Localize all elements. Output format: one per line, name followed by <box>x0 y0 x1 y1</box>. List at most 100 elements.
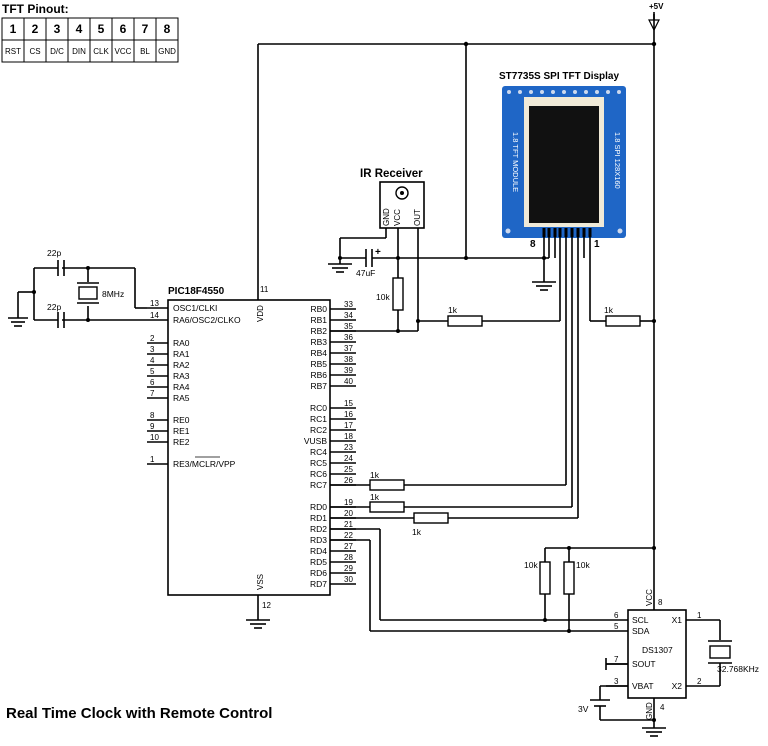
mcu-pin-label: RD6 <box>310 568 327 578</box>
resistor-rst <box>605 315 641 327</box>
mcu-pin-number: 27 <box>344 542 353 551</box>
mcu-pin-label: RC7 <box>310 480 327 490</box>
mcu-pin-number: 5 <box>150 367 155 376</box>
mcu-pin-number: 4 <box>150 356 155 365</box>
mcu-pin-label: RA1 <box>173 349 190 359</box>
diagram-title: Real Time Clock with Remote Control <box>6 705 272 722</box>
mcu-pin-number: 40 <box>344 377 353 386</box>
battery-label: 3V <box>578 704 589 714</box>
mcu-pin-label: RD0 <box>310 502 327 512</box>
mcu-pin-number: 34 <box>344 311 353 320</box>
mcu-pin-number: 21 <box>344 520 353 529</box>
rtc-body <box>627 609 687 699</box>
pinout-number: 2 <box>32 22 39 36</box>
res-rd1-label: 1k <box>412 527 422 537</box>
mcu-pin-number: 10 <box>150 433 159 442</box>
mcu-pin-label: RB3 <box>310 337 327 347</box>
pinout-cell <box>155 39 179 63</box>
mcu-pin-label: RB5 <box>310 359 327 369</box>
rtc-pin-number: 5 <box>614 622 619 631</box>
mcu-pin-number: 38 <box>344 355 353 364</box>
tft-side-right: 1.8 SPI 128X160 <box>613 132 622 189</box>
mcu-pin-number: 37 <box>344 344 353 353</box>
mcu-pin-label: RD4 <box>310 546 327 556</box>
mcu-pin-number: 28 <box>344 553 353 562</box>
pinout-number: 1 <box>10 22 17 36</box>
mcu-pin-label: RE1 <box>173 426 190 436</box>
pinout-name: VCC <box>115 47 132 56</box>
pinout-number: 8 <box>164 22 171 36</box>
mcu-vdd-label: VDD <box>256 305 265 322</box>
mcu-pin-number: 39 <box>344 366 353 375</box>
osc-crystal <box>78 286 98 300</box>
mcu-pin-label: RD1 <box>310 513 327 523</box>
pinout-number: 5 <box>98 22 105 36</box>
mcu-pin-label: RB2 <box>310 326 327 336</box>
pinout-name: DIN <box>72 47 86 56</box>
mcu-pin-number: 2 <box>150 334 155 343</box>
mcu-pin-label: RB6 <box>310 370 327 380</box>
mcu-pin-number: 26 <box>344 476 353 485</box>
mcu-pin-label: VUSB <box>304 436 327 446</box>
res-rb2-label: 1k <box>448 305 458 315</box>
rtc-pin-label: X2 <box>672 681 683 691</box>
mcu-body <box>167 299 331 596</box>
mcu-pin-label: RA4 <box>173 382 190 392</box>
ground-symbol <box>8 317 28 327</box>
pinout-heading: TFT Pinout: <box>2 2 69 16</box>
pullup-scl <box>539 561 551 595</box>
tft-screen <box>529 106 599 223</box>
ir-res-label: 10k <box>376 292 390 302</box>
ir-title: IR Receiver <box>360 168 423 180</box>
mcu-pin-number: 17 <box>344 421 353 430</box>
tft-title: ST7735S SPI TFT Display <box>499 71 619 82</box>
rtc-pin-number: 6 <box>614 611 619 620</box>
mcu-pin-label: RA6/OSC2/CLKO <box>173 315 241 325</box>
mcu-pin-number: 16 <box>344 410 353 419</box>
mcu-pin-label: RE0 <box>173 415 190 425</box>
res-rd0-label: 1k <box>370 492 380 502</box>
ir-pin-vcc: VCC <box>393 209 402 226</box>
ground-symbol <box>642 727 666 737</box>
ir-cap-plus: + <box>375 247 381 258</box>
mcu-pin-label: RD5 <box>310 557 327 567</box>
tft-pin-left: 8 <box>530 239 536 250</box>
mcu-pin-number: 25 <box>344 465 353 474</box>
mcu-pin-label: RC2 <box>310 425 327 435</box>
pinout-name: GND <box>158 47 176 56</box>
mcu-pin-number: 8 <box>150 411 155 420</box>
mcu-pin-number: 6 <box>150 378 155 387</box>
pull2-label: 10k <box>576 560 590 570</box>
mcu-pin-number: 9 <box>150 422 155 431</box>
rtc-pin-label: SOUT <box>632 659 656 669</box>
ir-pin-out: OUT <box>413 209 422 226</box>
mcu-pin-label: OSC1/CLKI <box>173 303 217 313</box>
ir-pin-gnd: GND <box>382 208 391 226</box>
mcu-pin-label: RD7 <box>310 579 327 589</box>
mcu-pin-label: RC5 <box>310 458 327 468</box>
rtc-vcc-label: VCC <box>645 589 654 606</box>
mcu-pin-label: RC1 <box>310 414 327 424</box>
mcu-pin-number: 22 <box>344 531 353 540</box>
rtc-pin-number: 7 <box>614 655 619 664</box>
rtc-pin-number: 2 <box>697 677 702 686</box>
mcu-pin-label: RA5 <box>173 393 190 403</box>
mcu-pin-number: 1 <box>150 455 155 464</box>
mcu-pin-label: RE3/MCLR/VPP <box>173 459 236 469</box>
resistor-rc7 <box>369 479 405 491</box>
resistor-rd0 <box>369 501 405 513</box>
mcu-pin-label: RE2 <box>173 437 190 447</box>
ground-symbol <box>328 263 352 273</box>
pinout-name: BL <box>140 47 150 56</box>
rtc-pin-number: 1 <box>697 611 702 620</box>
ir-pullup-resistor <box>392 277 404 311</box>
mcu-pin-label: RA3 <box>173 371 190 381</box>
mcu-pin-number: 20 <box>344 509 353 518</box>
mcu-pin-number: 36 <box>344 333 353 342</box>
mcu-pin-number: 13 <box>150 299 159 308</box>
ir-cap-label: 47uF <box>356 268 375 278</box>
osc-cap1-label: 22p <box>47 248 61 258</box>
tft-side-left: 1.8 TFT MODULE <box>511 132 520 192</box>
